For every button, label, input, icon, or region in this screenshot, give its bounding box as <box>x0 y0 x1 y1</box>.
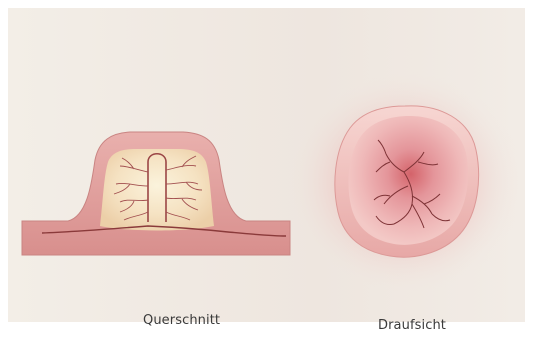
top-view-caption: Draufsicht <box>378 318 446 333</box>
cross-section-diagram <box>22 132 290 255</box>
cross-section-caption: Querschnitt <box>143 313 220 328</box>
top-view-diagram <box>287 70 523 294</box>
